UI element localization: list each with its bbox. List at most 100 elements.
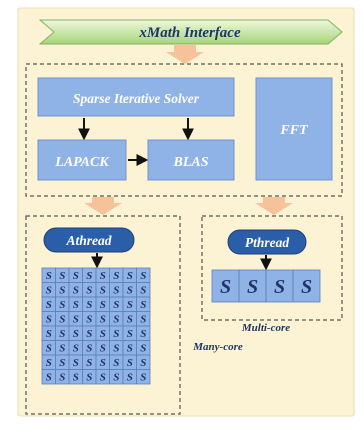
manycore-cell-glyph: S [100, 314, 106, 326]
manycore-cell: S [41, 267, 56, 283]
manycore-cell-glyph: S [113, 285, 119, 297]
manycore-cell: S [95, 296, 110, 312]
manycore-cell: S [95, 282, 110, 298]
manycore-cell: S [82, 311, 97, 327]
manycore-cell: S [122, 296, 137, 312]
manycore-cell-glyph: S [100, 372, 106, 384]
manycore-label: Many-core [192, 341, 243, 353]
manycore-cell-glyph: S [140, 314, 146, 326]
manycore-cell-glyph: S [100, 299, 106, 311]
manycore-cell-glyph: S [59, 299, 65, 311]
manycore-cell: S [82, 282, 97, 298]
fft-box [255, 77, 333, 181]
manycore-cell-glyph: S [86, 299, 92, 311]
manycore-cell-glyph: S [73, 328, 79, 340]
manycore-cell-glyph: S [100, 357, 106, 369]
manycore-cell: S [109, 267, 124, 283]
manycore-cell-glyph: S [100, 343, 106, 355]
manycore-cell-glyph: S [127, 270, 133, 282]
manycore-cell: S [55, 325, 70, 341]
manycore-cell: S [109, 311, 124, 327]
manycore-cell-glyph: S [73, 270, 79, 282]
manycore-cell: S [55, 296, 70, 312]
manycore-cell-glyph: S [59, 314, 65, 326]
manycore-cell: S [55, 311, 70, 327]
manycore-cell-glyph: S [73, 372, 79, 384]
multicore-cell-glyph: S [274, 276, 285, 298]
manycore-cell: S [55, 369, 70, 385]
manycore-cell-glyph: S [127, 357, 133, 369]
manycore-cell: S [82, 369, 97, 385]
manycore-cell: S [95, 311, 110, 327]
manycore-cell-glyph: S [46, 285, 52, 297]
manycore-cell: S [109, 325, 124, 341]
manycore-cell-glyph: S [46, 357, 52, 369]
manycore-cell-glyph: S [140, 343, 146, 355]
manycore-cell-glyph: S [140, 357, 146, 369]
manycore-cell-glyph: S [46, 328, 52, 340]
manycore-cell: S [68, 311, 83, 327]
manycore-container [25, 215, 181, 415]
arrow-interface-to-libraries [166, 45, 204, 64]
manycore-cell-glyph: S [127, 299, 133, 311]
manycore-cell-glyph: S [73, 343, 79, 355]
manycore-cell-glyph: S [86, 372, 92, 384]
manycore-cell-glyph: S [113, 372, 119, 384]
manycore-cell: S [109, 340, 124, 356]
manycore-cell-glyph: S [100, 328, 106, 340]
manycore-cell: S [82, 296, 97, 312]
manycore-cell-glyph: S [86, 285, 92, 297]
manycore-cell-glyph: S [100, 270, 106, 282]
manycore-cell-glyph: S [127, 285, 133, 297]
manycore-cell: S [82, 267, 97, 283]
manycore-cell-glyph: S [113, 314, 119, 326]
manycore-cell-box [136, 369, 151, 385]
manycore-cell-glyph: S [113, 343, 119, 355]
interface-banner [38, 19, 343, 45]
manycore-cell: S [68, 282, 83, 298]
manycore-cell: S [55, 340, 70, 356]
manycore-cell-glyph: S [73, 299, 79, 311]
manycore-cell-glyph: S [59, 285, 65, 297]
manycore-cell-glyph: S [140, 285, 146, 297]
manycore-cell-glyph: S [140, 372, 146, 384]
manycore-cell: S [122, 369, 137, 385]
manycore-cell: S [41, 369, 56, 385]
manycore-cell: S [136, 354, 151, 370]
lapack-label: LAPACK [54, 155, 110, 170]
manycore-cell: S [122, 325, 137, 341]
manycore-cell-glyph: S [127, 328, 133, 340]
manycore-cell: S [136, 325, 151, 341]
manycore-cell-glyph: S [86, 357, 92, 369]
pthread-pill [227, 229, 307, 255]
manycore-cell-glyph: S [59, 372, 65, 384]
manycore-cell: S [55, 354, 70, 370]
multicore-cell: S [211, 269, 240, 303]
manycore-cell: S [109, 296, 124, 312]
manycore-cell-glyph: S [86, 328, 92, 340]
manycore-cell: S [41, 354, 56, 370]
manycore-cell-glyph: S [46, 299, 52, 311]
manycore-cell: S [95, 340, 110, 356]
manycore-cell-glyph: S [73, 314, 79, 326]
arrow-libraries-to-athread [84, 197, 122, 215]
manycore-cell-glyph: S [113, 357, 119, 369]
manycore-cell: S [41, 296, 56, 312]
manycore-cell: S [122, 267, 137, 283]
manycore-cell: S [109, 354, 124, 370]
library-container [25, 63, 343, 197]
manycore-cell: S [136, 267, 151, 283]
sparse-iterative-solver-label: Sparse Iterative Solver [73, 91, 200, 106]
multicore-cell-box [211, 269, 240, 303]
manycore-cell-glyph: S [127, 314, 133, 326]
manycore-cell: S [68, 296, 83, 312]
manycore-cell-glyph: S [140, 270, 146, 282]
manycore-cell-glyph: S [59, 357, 65, 369]
manycore-cell: S [95, 354, 110, 370]
manycore-cell: S [82, 325, 97, 341]
multicore-cell-glyph: S [220, 276, 231, 298]
multicore-cell-box [265, 269, 294, 303]
